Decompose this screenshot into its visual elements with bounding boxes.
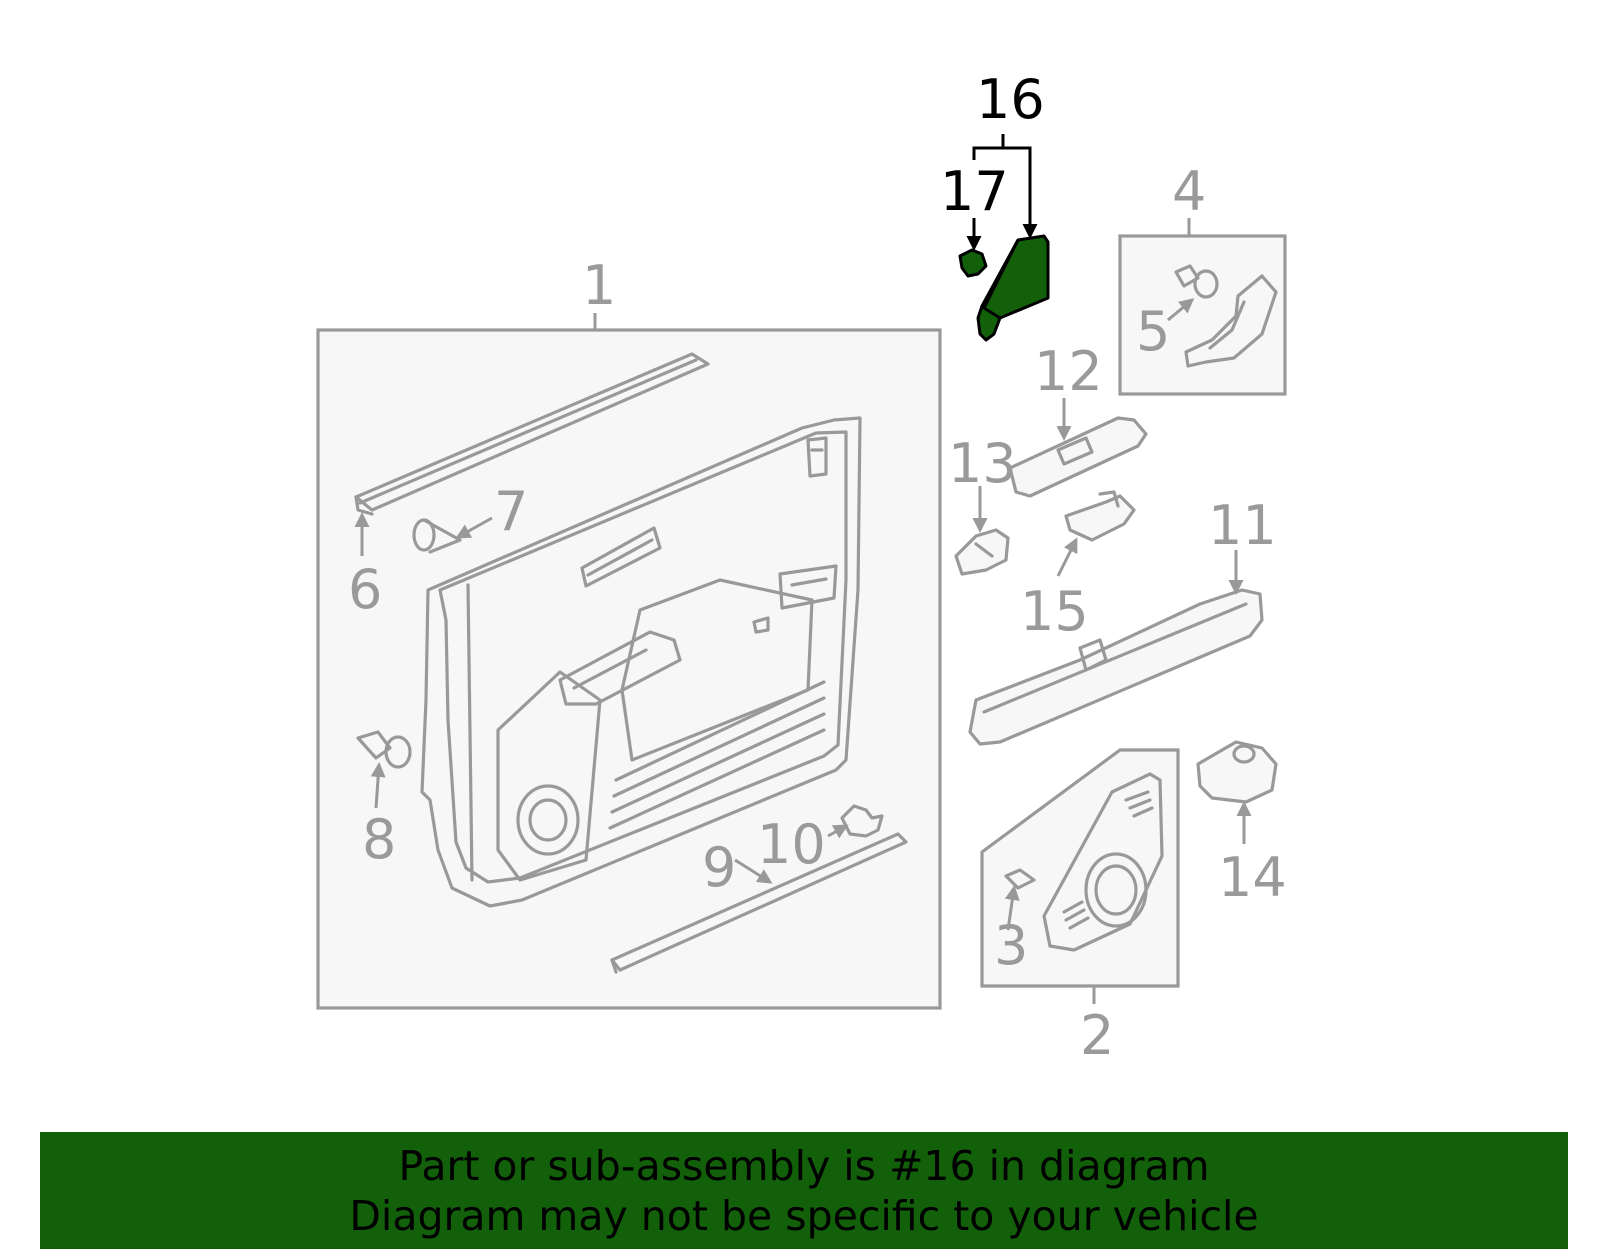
tweeter-cover-2[interactable] bbox=[1042, 772, 1164, 952]
group-4: 4 5 bbox=[1118, 160, 1287, 396]
switch-14[interactable] bbox=[1196, 740, 1278, 804]
footer-banner: Part or sub-assembly is #16 in diagram D… bbox=[40, 1132, 1568, 1249]
callout-7: 7 bbox=[494, 480, 528, 543]
lower-weatherstrip[interactable] bbox=[610, 832, 908, 974]
banner-line-2: Diagram may not be specific to your vehi… bbox=[349, 1191, 1259, 1240]
group-4-box bbox=[1118, 234, 1287, 396]
banner-line-1: Part or sub-assembly is #16 in diagram bbox=[398, 1141, 1210, 1190]
bracket-4[interactable] bbox=[1184, 274, 1278, 368]
callout-1: 1 bbox=[582, 254, 616, 317]
door-panel-group: 1 6 7 8 9 10 bbox=[316, 254, 942, 1010]
callout-14: 14 bbox=[1218, 846, 1287, 909]
callout-11: 11 bbox=[1208, 494, 1277, 557]
clip-10[interactable] bbox=[840, 804, 884, 838]
footer-banner-bg bbox=[40, 1132, 1568, 1249]
callout-13: 13 bbox=[948, 432, 1017, 495]
cap-13[interactable] bbox=[954, 528, 1010, 576]
switch-15[interactable] bbox=[1064, 490, 1136, 542]
clip-5[interactable] bbox=[1174, 264, 1219, 299]
group-2: 2 3 bbox=[980, 748, 1180, 1067]
callout-6: 6 bbox=[348, 558, 382, 621]
callout-15: 15 bbox=[1020, 580, 1089, 643]
callout-4: 4 bbox=[1172, 160, 1206, 223]
callout-9: 9 bbox=[702, 836, 736, 899]
armrest-11[interactable] bbox=[968, 588, 1264, 746]
part-17-clip[interactable] bbox=[958, 248, 988, 278]
clip-3[interactable] bbox=[1004, 868, 1036, 890]
clip-8[interactable] bbox=[356, 730, 412, 769]
door-trim-panel[interactable] bbox=[420, 416, 862, 908]
callout-5: 5 bbox=[1136, 300, 1170, 363]
callout-16: 16 bbox=[976, 68, 1045, 131]
switch-bezel-12[interactable] bbox=[1008, 416, 1148, 498]
callout-17: 17 bbox=[940, 160, 1009, 223]
callout-10: 10 bbox=[757, 813, 826, 876]
callout-12: 12 bbox=[1034, 340, 1103, 403]
clip-7[interactable] bbox=[412, 518, 462, 554]
highlighted-part-group: 16 17 bbox=[940, 68, 1050, 342]
callout-3: 3 bbox=[994, 914, 1028, 977]
callout-2: 2 bbox=[1080, 1004, 1114, 1067]
callout-8: 8 bbox=[362, 808, 396, 871]
